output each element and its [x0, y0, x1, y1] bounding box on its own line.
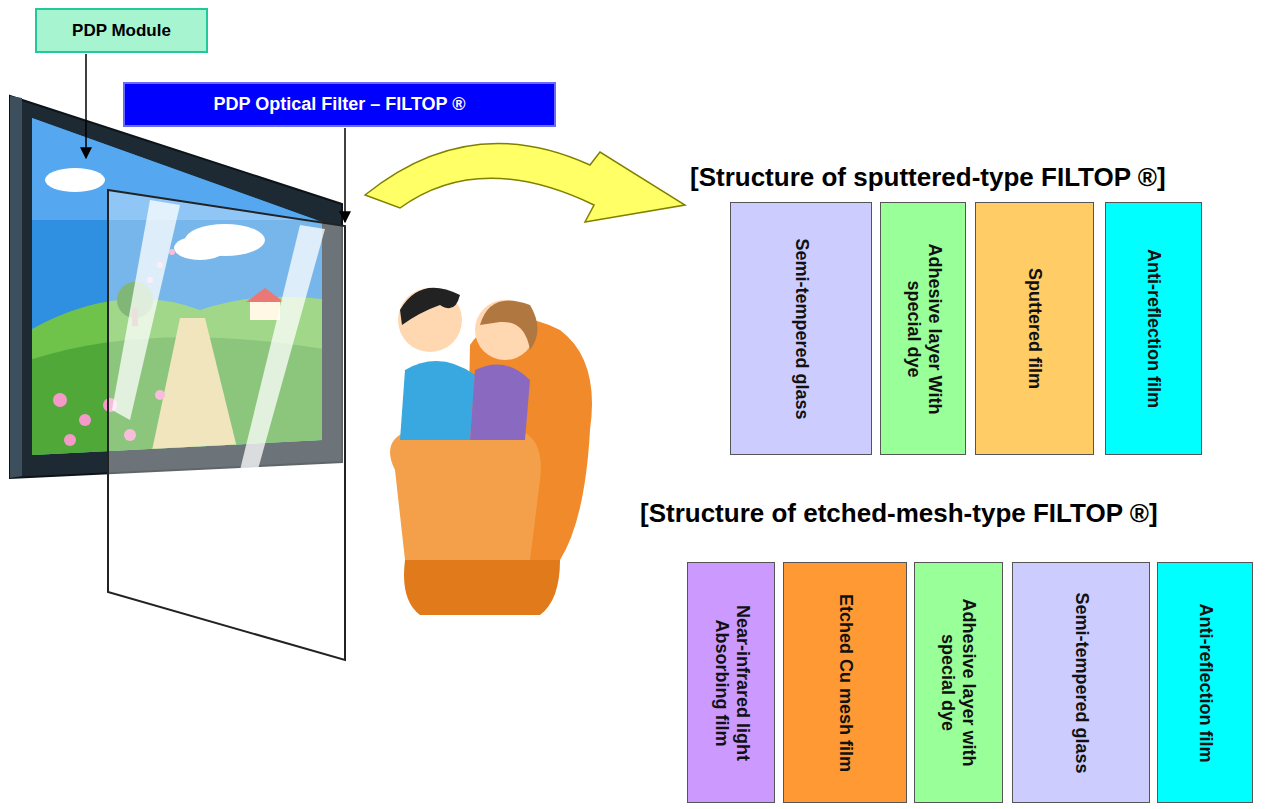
module-tag: PDP Module: [35, 8, 208, 53]
layer-text: Etched Cu mesh film: [784, 563, 906, 802]
layer-text: Adhesive layer With special dye: [881, 203, 965, 454]
layer-box: Sputtered film: [975, 202, 1094, 455]
tag-text: PDP Optical Filter – FILTOP ®: [214, 94, 466, 115]
glass-shine: [240, 225, 325, 480]
leader-arrow: [85, 54, 87, 158]
tv-side: [10, 96, 22, 478]
layer-box: Anti-reflection film: [1157, 562, 1253, 803]
layer-text: Sputtered film: [976, 203, 1093, 454]
viewers: [390, 288, 592, 615]
layer-box: Semi-tempered glass: [730, 202, 872, 455]
layer-text: Near-infrared light Absorbing film: [688, 563, 774, 802]
tag-text: PDP Module: [72, 21, 171, 41]
layer-text: Anti-reflection film: [1106, 203, 1201, 454]
layer-text: Semi-tempered glass: [731, 203, 871, 454]
curved-arrow: [365, 143, 685, 222]
layer-text: Semi-tempered glass: [1013, 563, 1149, 802]
filter-tag: PDP Optical Filter – FILTOP ®: [123, 82, 556, 127]
glass-shine: [112, 200, 180, 420]
leader-arrow: [344, 128, 346, 222]
layer-box: Anti-reflection film: [1105, 202, 1202, 455]
structure-heading: [Structure of etched-mesh-type FILTOP ®]: [640, 498, 1158, 529]
layer-box: Adhesive layer with special dye: [914, 562, 1003, 803]
layer-box: Near-infrared light Absorbing film: [687, 562, 775, 803]
structure-heading: [Structure of sputtered-type FILTOP ®]: [690, 162, 1166, 193]
layer-text: Anti-reflection film: [1158, 563, 1252, 802]
layer-box: Semi-tempered glass: [1012, 562, 1150, 803]
layer-box: Etched Cu mesh film: [783, 562, 907, 803]
layer-box: Adhesive layer With special dye: [880, 202, 966, 455]
layer-text: Adhesive layer with special dye: [915, 563, 1002, 802]
filter-glass: [108, 190, 345, 660]
